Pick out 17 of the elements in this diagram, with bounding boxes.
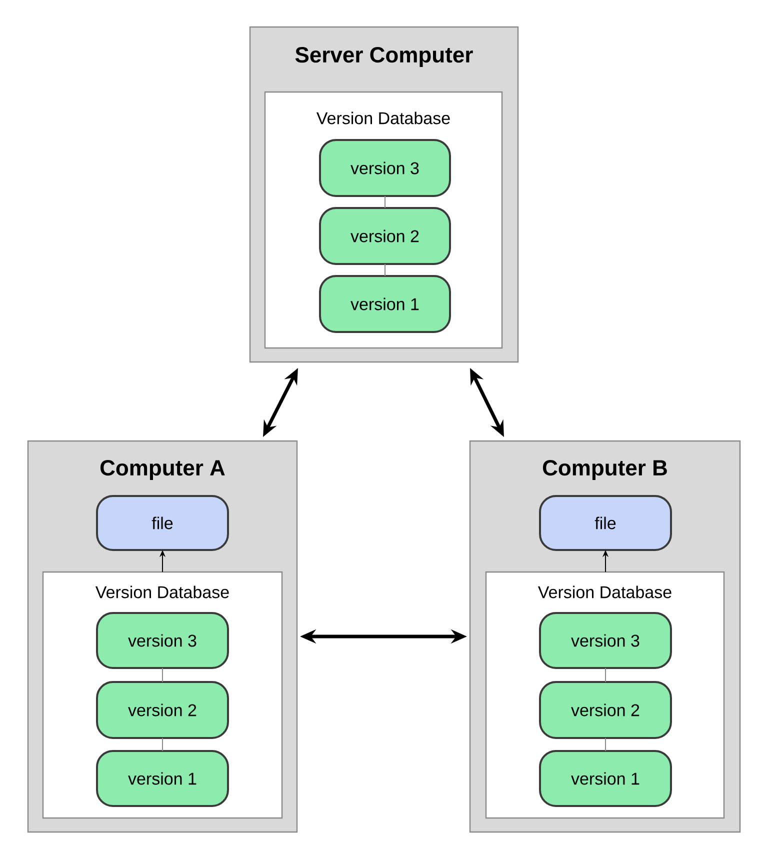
version-box: version 3	[539, 612, 672, 669]
connector-line	[162, 738, 163, 752]
connector-line	[384, 264, 386, 276]
file-box: file	[539, 495, 672, 551]
connector-line	[605, 668, 606, 682]
version-box: version 3	[319, 139, 451, 197]
connector-line	[384, 196, 386, 208]
file-box: file	[96, 495, 229, 551]
version-box: version 1	[96, 750, 229, 807]
version-box: version 2	[319, 207, 451, 265]
version-box: version 1	[319, 275, 451, 333]
version-box: version 3	[96, 612, 229, 669]
version-box: version 2	[96, 681, 229, 739]
connector-line	[162, 668, 163, 682]
version-box: version 2	[539, 681, 672, 739]
connector-line	[605, 738, 606, 752]
version-box: version 1	[539, 750, 672, 807]
